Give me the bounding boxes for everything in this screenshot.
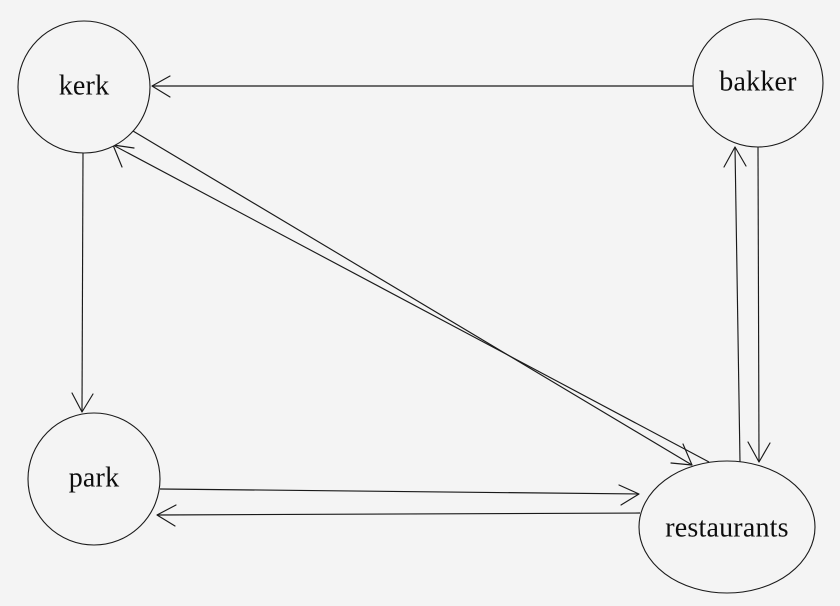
arrow-head-icon xyxy=(151,75,171,98)
node-label-bakker: bakker xyxy=(719,66,797,97)
node-kerk[interactable]: kerk xyxy=(17,20,151,154)
node-park[interactable]: park xyxy=(27,412,161,546)
edge-line xyxy=(112,144,710,463)
edge-restaurants-to-bakker[interactable] xyxy=(723,146,747,463)
edge-line xyxy=(132,130,693,466)
edge-restaurants-to-park[interactable] xyxy=(156,504,641,527)
edge-park-to-restaurants[interactable] xyxy=(159,484,640,506)
edge-bakker-to-restaurants[interactable] xyxy=(747,146,771,463)
node-label-kerk: kerk xyxy=(59,70,110,101)
edge-restaurants-to-kerk[interactable] xyxy=(112,144,710,463)
arrow-head-icon xyxy=(156,504,177,527)
node-shape-kerk xyxy=(17,20,151,154)
arrow-head-icon xyxy=(723,146,747,168)
node-bakker[interactable]: bakker xyxy=(692,18,824,148)
arrow-head-icon xyxy=(618,484,640,506)
edge-bakker-to-kerk[interactable] xyxy=(151,75,693,98)
node-shape-bakker xyxy=(692,18,824,148)
edge-line xyxy=(734,146,741,463)
edge-kerk-to-restaurants[interactable] xyxy=(132,130,693,466)
node-label-park: park xyxy=(69,462,120,493)
node-shape-restaurants xyxy=(638,460,816,594)
edge-kerk-to-park[interactable] xyxy=(71,152,94,413)
arrow-head-icon xyxy=(112,144,135,168)
edge-line xyxy=(159,488,640,495)
node-label-restaurants: restaurants xyxy=(665,512,788,543)
edge-line xyxy=(757,146,760,463)
node-layer: kerk bakker park restaurants xyxy=(17,18,824,594)
edge-line xyxy=(156,512,641,516)
arrow-head-icon xyxy=(670,443,693,466)
edge-line xyxy=(81,152,84,413)
edge-layer xyxy=(71,75,771,527)
node-restaurants[interactable]: restaurants xyxy=(638,460,816,594)
arrow-head-icon xyxy=(71,392,94,413)
arrow-head-icon xyxy=(747,441,771,463)
node-shape-park xyxy=(27,412,161,546)
